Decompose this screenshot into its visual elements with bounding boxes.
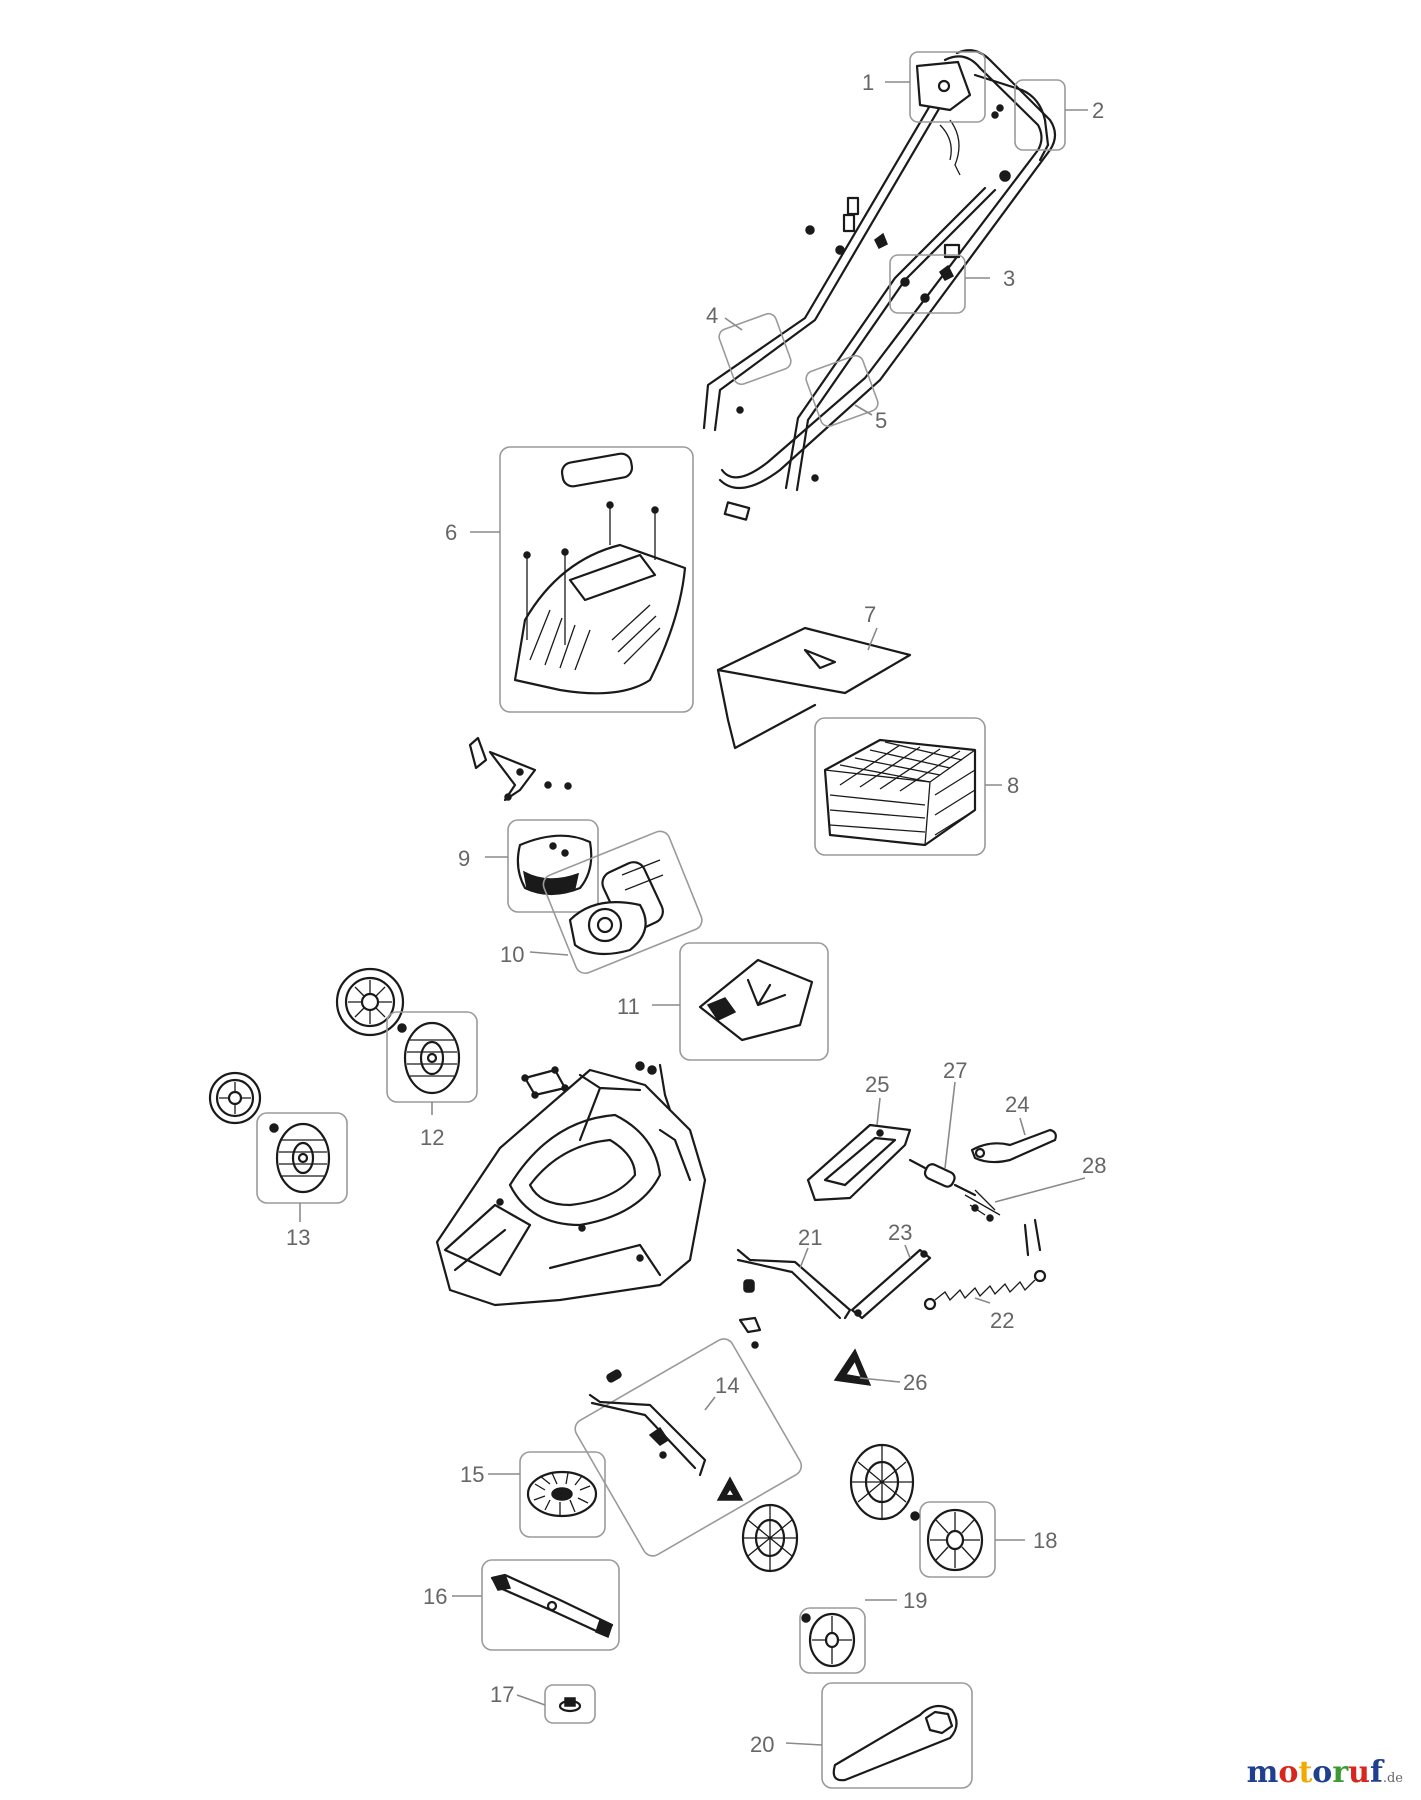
leader-lines: [299, 81, 1088, 1746]
safety-label: [698, 958, 814, 1042]
callout-box-15: [519, 1451, 606, 1538]
switch-hardware: [468, 736, 572, 802]
callout-label-26: 26: [903, 1370, 927, 1395]
callout-label-8: 8: [1007, 773, 1019, 798]
callout-box-8: [814, 717, 986, 856]
watermark-letter: r: [1332, 1755, 1349, 1790]
wheel-cap-12: [335, 967, 405, 1037]
callout-box-19: [799, 1607, 866, 1674]
front-wheel-left: [741, 1503, 799, 1573]
callout-label-4: 4: [706, 303, 718, 328]
callout-label-14: 14: [715, 1373, 739, 1398]
callout-label-16: 16: [423, 1584, 447, 1609]
callout-box-6: [499, 446, 694, 713]
wheel-cap-13: [208, 1071, 262, 1125]
callout-box-13: [256, 1112, 348, 1204]
callout-label-27: 27: [943, 1058, 967, 1083]
callout-label-21: 21: [798, 1225, 822, 1250]
callout-label-23: 23: [888, 1220, 912, 1245]
wheel-bracket-26: [833, 1348, 872, 1386]
callout-label-2: 2: [1092, 98, 1104, 123]
grass-bag-top: [513, 452, 687, 695]
callout-box-17: [544, 1684, 596, 1724]
wheel-12: [397, 1021, 461, 1095]
callout-label-17: 17: [490, 1682, 514, 1707]
callout-box-16: [481, 1559, 620, 1651]
callout-label-15: 15: [460, 1462, 484, 1487]
motor: [568, 859, 664, 956]
lever: [970, 1128, 1057, 1164]
spring-mechanism: [908, 1158, 1042, 1257]
wheel-13: [269, 1122, 331, 1194]
watermark-letter: f: [1369, 1755, 1383, 1790]
handle-assembly: [702, 49, 1057, 521]
fan: [526, 1470, 598, 1518]
callout-label-9: 9: [458, 846, 470, 871]
callout-label-28: 28: [1082, 1153, 1106, 1178]
callout-label-24: 24: [1005, 1092, 1029, 1117]
blade-bolt: [558, 1697, 582, 1713]
part-3-hardware: [900, 264, 955, 303]
callout-box-5: [805, 354, 879, 428]
callout-label-1: 1: [862, 70, 874, 95]
height-adjuster: [806, 1123, 912, 1202]
callout-label-7: 7: [864, 602, 876, 627]
watermark-letter: o: [1312, 1755, 1333, 1790]
front-wheel-right: [849, 1443, 915, 1521]
rear-axle: [736, 1248, 852, 1349]
callout-box-20: [821, 1682, 973, 1789]
callout-label-19: 19: [903, 1588, 927, 1613]
callout-label-22: 22: [990, 1308, 1014, 1333]
handle-hardware-right: [736, 104, 1011, 482]
blade: [490, 1573, 614, 1639]
watermark-letter: m: [1246, 1755, 1279, 1790]
watermark-letter: o: [1278, 1755, 1299, 1790]
callout-label-25: 25: [865, 1072, 889, 1097]
callout-box-14: [574, 1338, 803, 1557]
wheel-cap-19: [801, 1612, 856, 1668]
handle-hardware-left: [805, 196, 888, 255]
housing-hardware: [521, 1061, 672, 1112]
callout-label-12: 12: [420, 1125, 444, 1150]
watermark-letter: u: [1348, 1755, 1370, 1790]
wheel-cap-18: [910, 1508, 984, 1572]
motoruf-watermark-logo: motoruf.de: [1247, 1755, 1403, 1790]
callout-label-10: 10: [500, 942, 524, 967]
callout-label-6: 6: [445, 520, 457, 545]
callout-box-11: [679, 942, 829, 1061]
bag-frame: [716, 626, 912, 750]
callout-label-5: 5: [875, 408, 887, 433]
callout-label-18: 18: [1033, 1528, 1057, 1553]
callout-label-20: 20: [750, 1732, 774, 1757]
watermark-suffix: .de: [1382, 1771, 1403, 1786]
callout-box-2: [1014, 79, 1066, 151]
grass-bag: [823, 738, 977, 847]
link-rod: [850, 1248, 932, 1320]
callout-label-13: 13: [286, 1225, 310, 1250]
callout-box-10: [542, 830, 703, 975]
spring: [923, 1269, 1047, 1311]
watermark-letter: t: [1298, 1755, 1313, 1790]
front-axle: [588, 1369, 744, 1501]
mower-housing: [435, 1068, 707, 1307]
callout-box-1: [909, 51, 986, 123]
callout-box-3: [889, 254, 966, 314]
wrench: [832, 1704, 958, 1782]
callout-label-11: 11: [617, 994, 640, 1019]
callout-box-4: [718, 312, 792, 386]
motor-cover: [516, 834, 593, 896]
callout-label-3: 3: [1003, 266, 1015, 291]
callout-labels: 1 2 3 4 5 6 7 8 9 10 11 12 13 14 15 16 1…: [286, 70, 1106, 1757]
